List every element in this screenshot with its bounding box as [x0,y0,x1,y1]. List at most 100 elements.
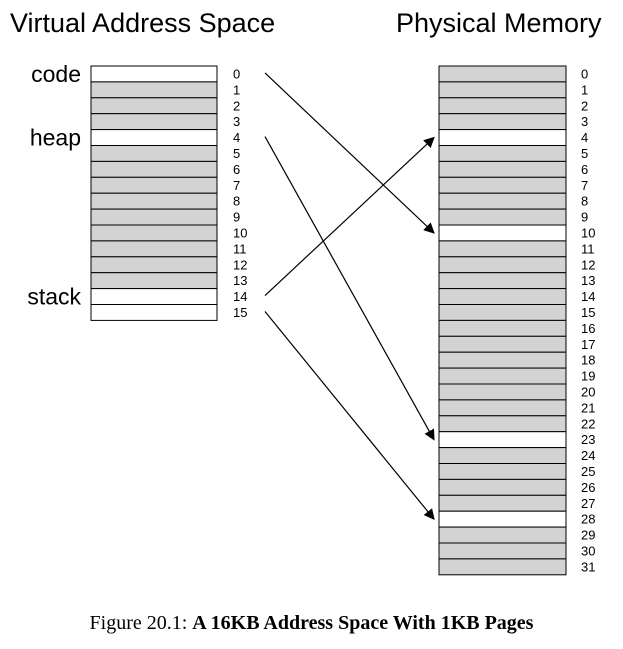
virtual-page-number: 15 [233,305,247,320]
page-mappings [264,72,435,520]
figure-caption: Figure 20.1: A 16KB Address Space With 1… [0,612,623,635]
segment-label-stack: stack [27,284,81,310]
virtual-page-used [90,129,218,147]
physical-memory-title: Physical Memory [396,8,602,38]
virtual-page-number: 4 [233,130,240,145]
virtual-page-number: 7 [233,178,240,193]
physical-frame-used [438,224,567,242]
virtual-page-used [90,65,218,83]
virtual-page-unused [90,208,218,226]
virtual-page-number: 9 [233,210,240,225]
mapping-arrow-vpn-14-to-pfn-4 [264,136,435,296]
physical-frame-number: 21 [581,400,595,415]
physical-frame-number: 26 [581,480,595,495]
physical-frame-unused [438,113,567,131]
physical-frame-number: 23 [581,432,595,447]
physical-frame-unused [438,494,567,512]
caption-title: A 16KB Address Space With 1KB Pages [192,612,534,634]
virtual-page-number: 13 [233,273,247,288]
virtual-page-used [90,304,218,321]
physical-frame-unused [438,240,567,258]
virtual-page-number: 0 [233,66,240,81]
virtual-page-unused [90,145,218,162]
physical-frame-unused [438,192,567,210]
physical-frame-number: 2 [581,98,588,113]
physical-frame-number: 3 [581,114,588,129]
virtual-page-unused [90,224,218,242]
physical-frame-unused [438,319,567,337]
physical-frame-unused [438,367,567,385]
physical-frame-number: 13 [581,273,595,288]
physical-frame-number: 6 [581,162,588,177]
physical-frame-unused [438,447,567,465]
virtual-page-unused [90,113,218,131]
physical-frame-number: 8 [581,194,588,209]
virtual-page-number: 5 [233,146,240,161]
physical-frame-unused [438,542,567,560]
physical-frame-unused [438,272,567,290]
physical-frame-number: 5 [581,146,588,161]
physical-frame-number: 17 [581,337,595,352]
mapping-arrow-vpn-4-to-pfn-23 [264,136,435,441]
physical-frame-unused [438,208,567,226]
segment-label-heap: heap [30,125,81,151]
physical-frame-unused [438,335,567,353]
virtual-page-number: 12 [233,257,247,272]
virtual-page-number: 2 [233,98,240,113]
virtual-page-number: 11 [233,241,247,256]
physical-frame-number: 24 [581,448,595,463]
physical-frame-number: 29 [581,528,595,543]
physical-frame-unused [438,304,567,321]
physical-frame-number: 22 [581,416,595,431]
physical-frame-unused [438,145,567,162]
physical-frame-number: 18 [581,353,595,368]
physical-frame-number: 10 [581,225,595,240]
physical-frame-used [438,431,567,449]
physical-frame-unused [438,463,567,480]
virtual-page-number: 10 [233,225,247,240]
physical-frame-number: 16 [581,321,595,336]
physical-frame-number: 25 [581,464,595,479]
physical-frame-unused [438,415,567,433]
virtual-address-space-title: Virtual Address Space [10,8,276,38]
physical-frame-number: 15 [581,305,595,320]
physical-frame-number: 1 [581,82,588,97]
virtual-page-unused [90,272,218,290]
physical-frame-number: 14 [581,289,595,304]
physical-frame-number: 20 [581,384,595,399]
virtual-page-unused [90,240,218,258]
virtual-page-number: 1 [233,82,240,97]
physical-frame-number: 11 [581,241,595,256]
physical-frame-unused [438,176,567,194]
virtual-page-number: 8 [233,194,240,209]
virtual-page-number: 14 [233,289,247,304]
virtual-page-unused [90,97,218,115]
physical-frame-unused [438,399,567,417]
physical-frame-number: 28 [581,512,595,527]
physical-frame-used [438,129,567,147]
physical-frame-number: 30 [581,543,595,558]
physical-frame-number: 27 [581,496,595,511]
physical-frame-unused [438,478,567,496]
physical-frame-unused [438,558,567,576]
virtual-page-used [90,288,218,306]
physical-frame-unused [438,256,567,274]
physical-frame-unused [438,288,567,306]
physical-frame-used [438,510,567,528]
segment-label-code: code [31,61,81,87]
virtual-page-unused [90,160,218,178]
virtual-page-number: 6 [233,162,240,177]
physical-frame-number: 9 [581,210,588,225]
physical-frame-unused [438,351,567,369]
virtual-page-unused [90,176,218,194]
physical-frames: 0123456789101112131415161718192021222324… [438,65,595,576]
physical-frame-number: 7 [581,178,588,193]
physical-frame-unused [438,65,567,83]
physical-frame-number: 19 [581,369,595,384]
physical-frame-number: 12 [581,257,595,272]
physical-frame-number: 4 [581,130,588,145]
mapping-arrow-vpn-0-to-pfn-10 [264,72,435,234]
virtual-page-unused [90,256,218,274]
